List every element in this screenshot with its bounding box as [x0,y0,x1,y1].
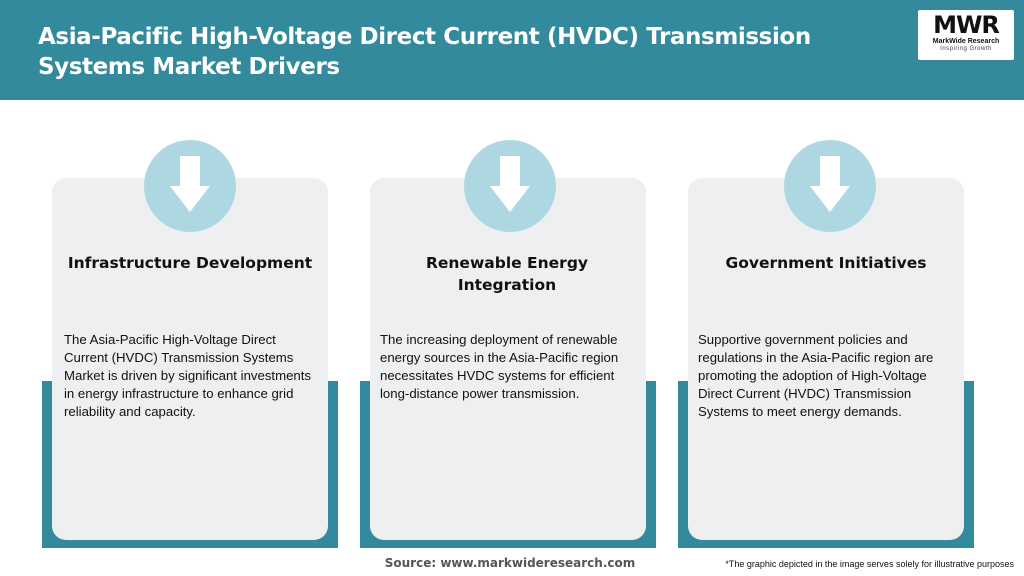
card-panel [52,178,328,540]
card-description: Supportive government policies and regul… [698,332,934,419]
card-title: Infrastructure Development [67,254,313,272]
logo-name: MarkWide Research [932,38,1000,45]
driver-card-infrastructure: Infrastructure Development The Asia-Paci… [42,140,338,548]
logo-mark: MWR [933,11,1000,39]
page-title: Asia-Pacific High-Voltage Direct Current… [38,24,811,80]
driver-card-renewable: Renewable Energy Integration The increas… [360,140,656,548]
card-description: The Asia-Pacific High-Voltage Direct Cur… [64,332,311,419]
arrow-down-icon [144,140,236,232]
card-title: Renewable Energy Integration [425,254,589,294]
logo-tagline: Inspiring Growth [940,46,992,52]
card-panel [688,178,964,540]
arrow-down-icon [464,140,556,232]
disclaimer-note: *The graphic depicted in the image serve… [725,559,1014,569]
brand-logo: MWR MarkWide Research Inspiring Growth [918,10,1014,60]
card-description: The increasing deployment of renewable e… [380,332,619,401]
driver-card-government: Government Initiatives Supportive govern… [678,140,974,548]
card-title: Government Initiatives [725,254,927,272]
card-panel [370,178,646,540]
source-credit: Source: www.markwideresearch.com [384,556,636,570]
arrow-down-icon [784,140,876,232]
header-banner: Asia-Pacific High-Voltage Direct Current… [0,0,1024,100]
